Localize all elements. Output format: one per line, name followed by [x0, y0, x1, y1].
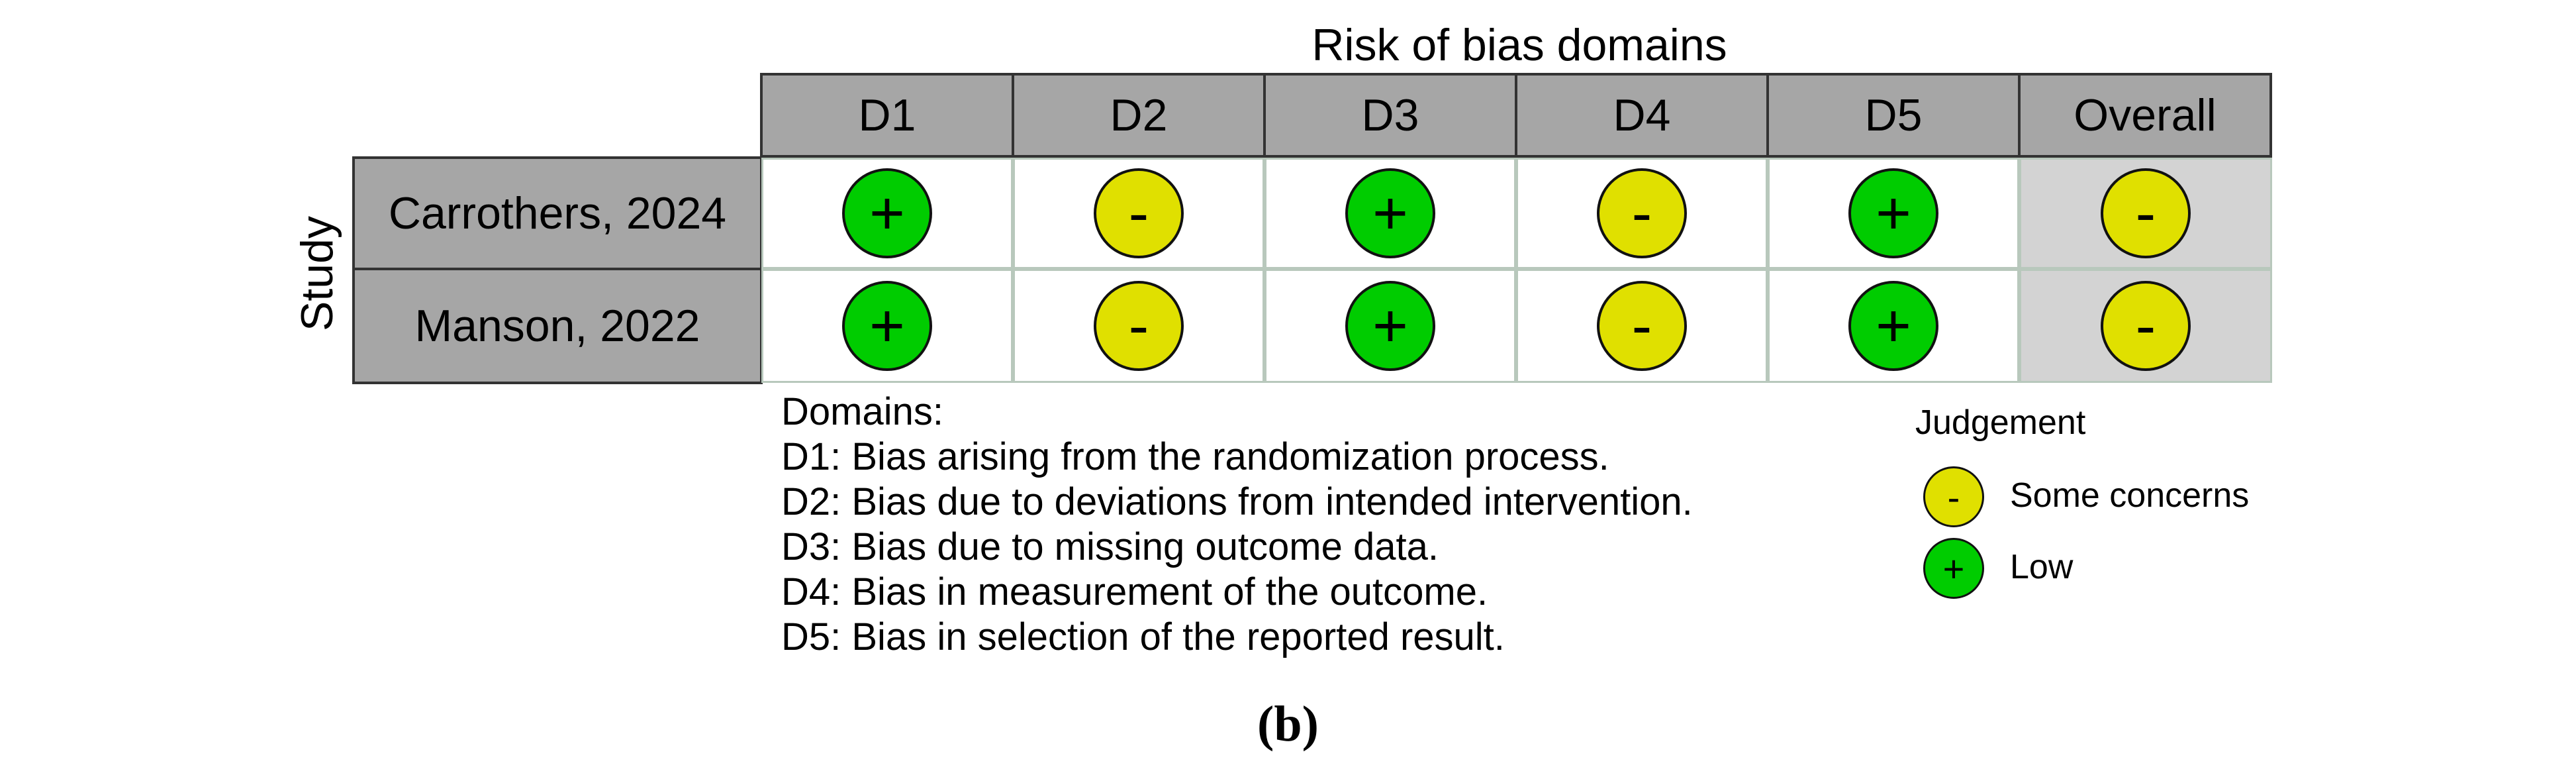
low-judgement-icon: + [1848, 281, 1938, 371]
low-judgement-icon: + [842, 168, 932, 258]
some-concerns-judgement-icon: - [2101, 168, 2191, 258]
column-header-d3: D3 [1263, 73, 1517, 158]
low-legend-label: Low [2010, 548, 2074, 586]
judgement-cell: - [1013, 158, 1264, 269]
some-concerns-judgement-icon: - [2101, 281, 2191, 371]
study-axis-label: Study [292, 216, 342, 331]
judgement-cell: + [761, 158, 1013, 269]
low-judgement-icon: + [1345, 168, 1435, 258]
low-judgement-icon: + [842, 281, 932, 371]
judgement-cell: + [1768, 158, 2019, 269]
low-legend-icon: + [1923, 538, 1984, 599]
judgement-cell: + [1264, 158, 1516, 269]
some-concerns-judgement-icon: - [1597, 168, 1687, 258]
column-header-d1: D1 [760, 73, 1014, 158]
low-judgement-icon: + [1848, 168, 1938, 258]
domain-description-d5: D5: Bias in selection of the reported re… [781, 615, 1505, 658]
some-concerns-judgement-icon: - [1094, 168, 1184, 258]
judgement-cell: + [1768, 269, 2019, 383]
domains-heading: Domains: [781, 390, 943, 433]
judgement-cell: + [761, 269, 1013, 383]
judgement-cell: + [1264, 269, 1516, 383]
some-concerns-judgement-icon: - [1597, 281, 1687, 371]
some-concerns-legend-label: Some concerns [2010, 476, 2250, 515]
domain-description-d4: D4: Bias in measurement of the outcome. [781, 570, 1488, 613]
overall-judgement-cell: - [2019, 269, 2272, 383]
some-concerns-legend-icon: - [1923, 466, 1984, 527]
study-name-row-1: Carrothers, 2024 [352, 156, 763, 270]
domain-description-d1: D1: Bias arising from the randomization … [781, 435, 1609, 478]
judgement-cell: - [1013, 269, 1264, 383]
some-concerns-judgement-icon: - [1094, 281, 1184, 371]
judgement-legend-title: Judgement [1915, 403, 2086, 442]
domains-legend: Domains: D1: Bias arising from the rando… [781, 390, 1693, 660]
figure-caption: (b) [1257, 696, 1319, 752]
overall-judgement-cell: - [2019, 158, 2272, 269]
column-header-d5: D5 [1766, 73, 2021, 158]
judgement-cell: - [1516, 269, 1768, 383]
column-header-overall: Overall [2018, 73, 2272, 158]
study-name-row-2: Manson, 2022 [352, 268, 763, 384]
domain-description-d2: D2: Bias due to deviations from intended… [781, 480, 1693, 523]
domain-description-d3: D3: Bias due to missing outcome data. [781, 525, 1439, 568]
judgement-cell: - [1516, 158, 1768, 269]
low-judgement-icon: + [1345, 281, 1435, 371]
column-header-d4: D4 [1515, 73, 1769, 158]
chart-title: Risk of bias domains [1312, 20, 1727, 70]
column-header-d2: D2 [1012, 73, 1266, 158]
